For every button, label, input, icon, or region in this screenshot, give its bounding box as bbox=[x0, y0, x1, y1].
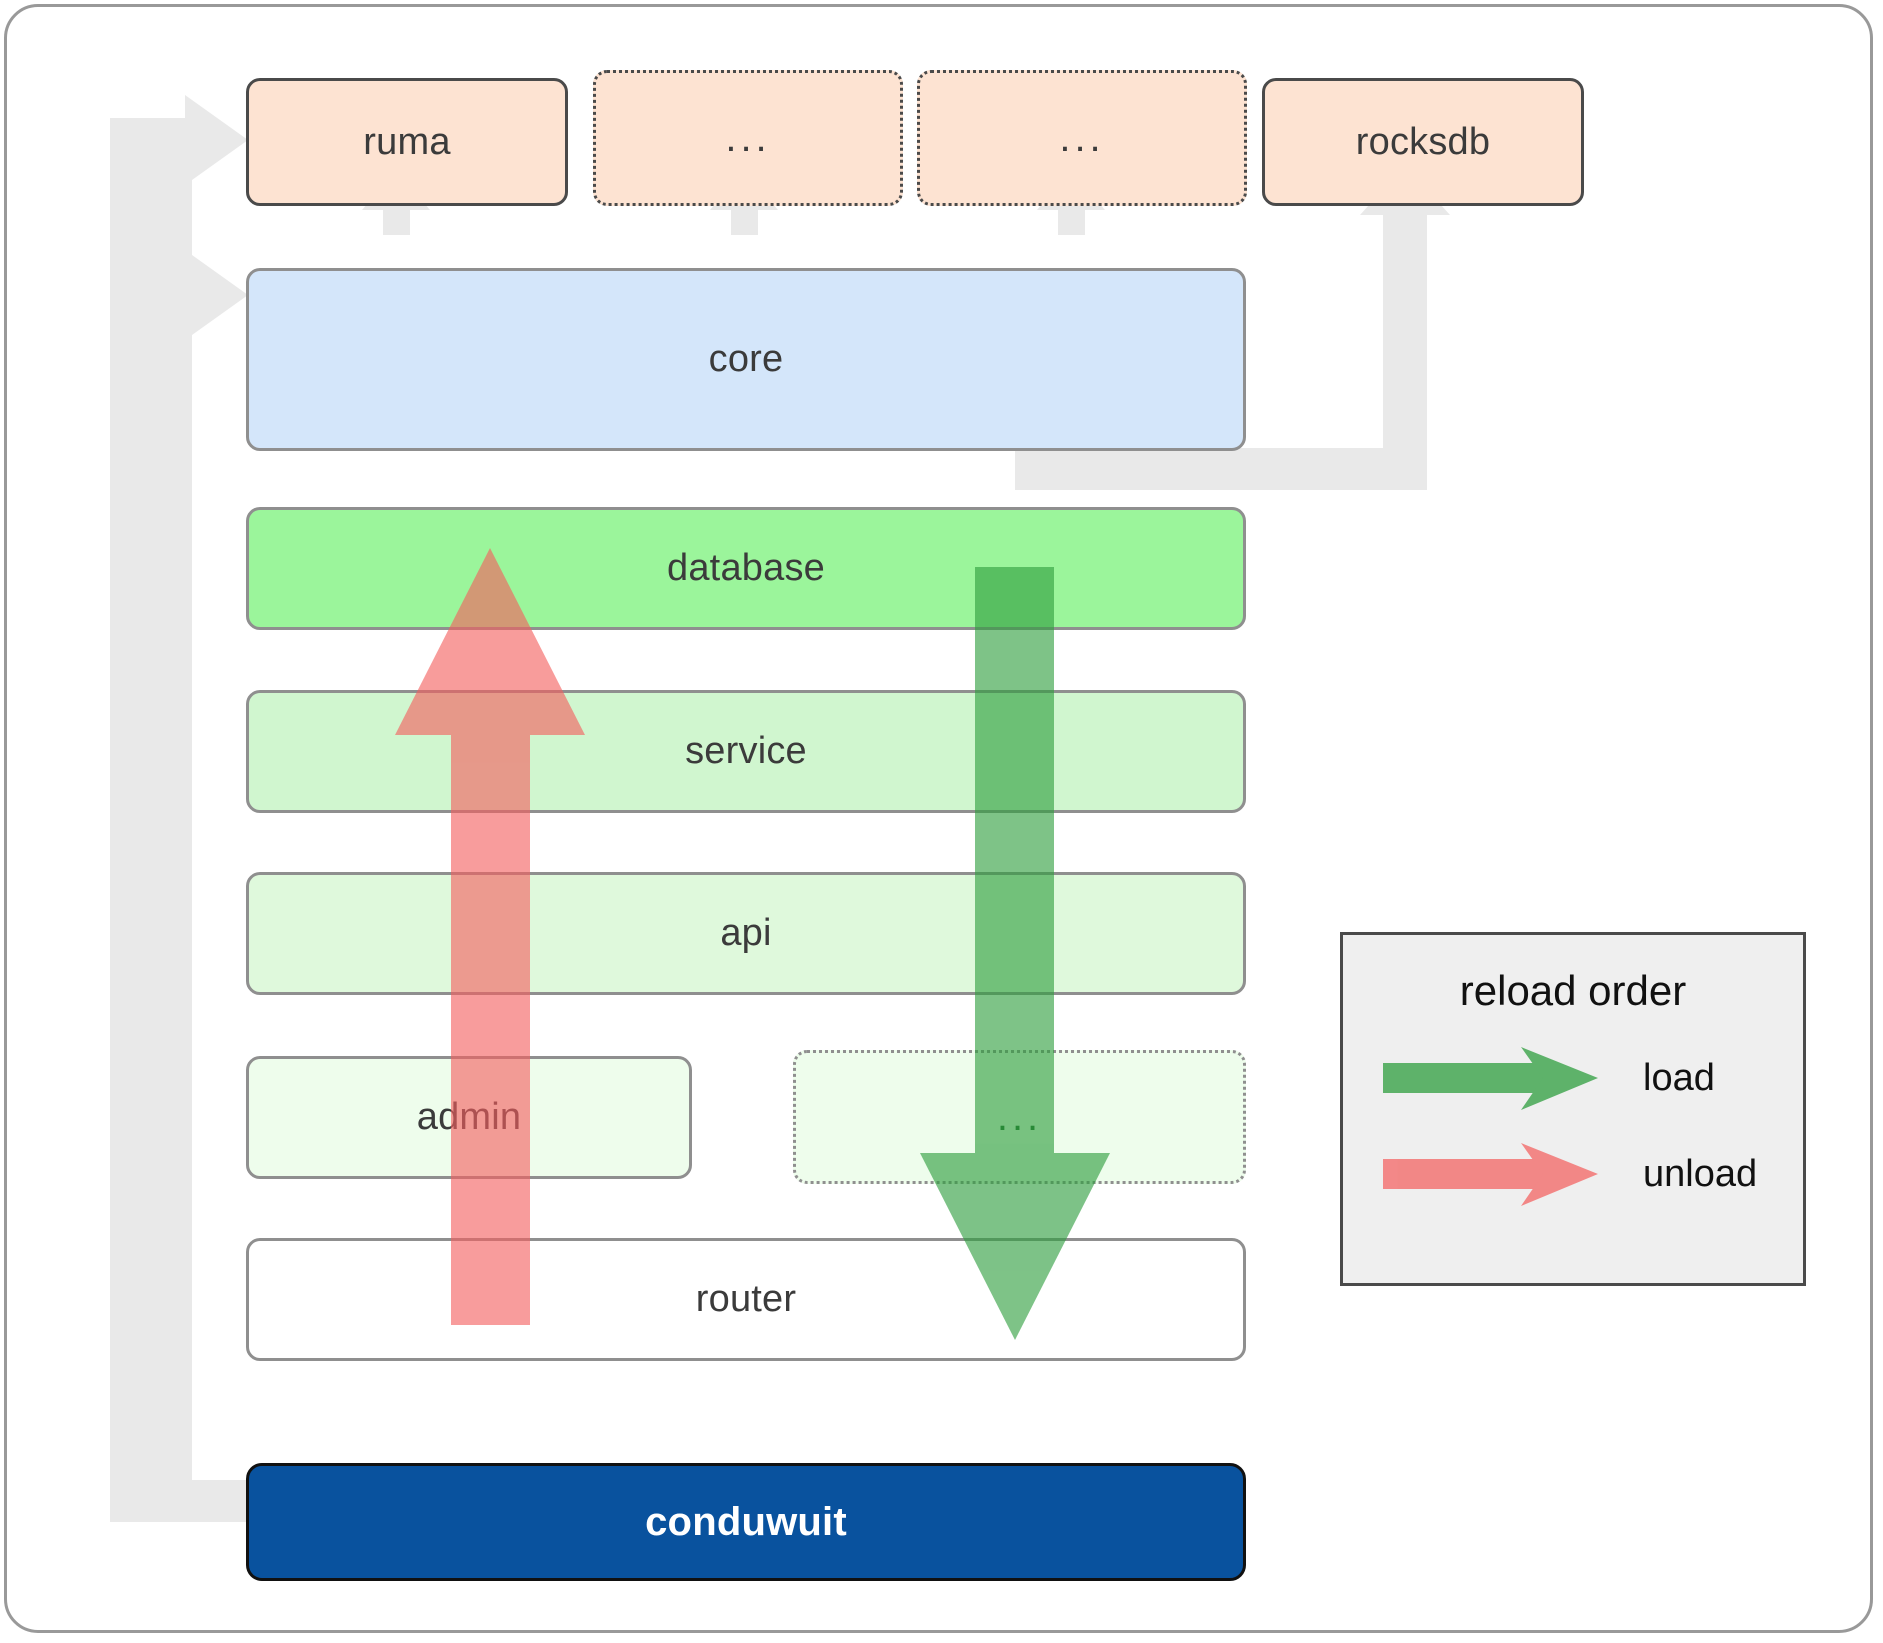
legend-label-load: load bbox=[1643, 1057, 1715, 1099]
node-dots-2[interactable]: ... bbox=[917, 70, 1247, 206]
legend-label-unload: unload bbox=[1643, 1153, 1758, 1195]
node-core[interactable]: core bbox=[246, 268, 1246, 451]
node-api-label: api bbox=[720, 912, 772, 954]
legend-title: reload order bbox=[1459, 967, 1687, 1014]
node-api[interactable]: api bbox=[246, 872, 1246, 995]
node-conduwuit-label: conduwuit bbox=[645, 1499, 847, 1544]
node-dots-2-label: ... bbox=[1059, 116, 1105, 160]
node-router[interactable]: router bbox=[246, 1238, 1246, 1361]
node-core-label: core bbox=[708, 338, 784, 380]
node-service-label: service bbox=[685, 730, 807, 772]
node-admin-label: admin bbox=[416, 1096, 522, 1138]
node-dots-3-label: ... bbox=[996, 1095, 1043, 1139]
node-router-label: router bbox=[695, 1278, 797, 1320]
node-service[interactable]: service bbox=[246, 690, 1246, 813]
node-rocksdb[interactable]: rocksdb bbox=[1262, 78, 1584, 206]
node-admin[interactable]: admin bbox=[246, 1056, 692, 1179]
node-database[interactable]: database bbox=[246, 507, 1246, 630]
legend-load-arrow bbox=[1383, 1047, 1598, 1110]
node-rocksdb-label: rocksdb bbox=[1355, 120, 1491, 163]
node-dots-1-label: ... bbox=[725, 116, 771, 160]
legend-unload-arrow bbox=[1383, 1143, 1598, 1206]
node-ruma[interactable]: ruma bbox=[246, 78, 568, 206]
legend-box: reload order load unload bbox=[1340, 932, 1806, 1286]
node-dots-3[interactable]: ... bbox=[793, 1050, 1246, 1184]
node-conduwuit[interactable]: conduwuit bbox=[246, 1463, 1246, 1581]
node-ruma-label: ruma bbox=[363, 120, 451, 163]
diagram-frame bbox=[4, 4, 1873, 1633]
node-dots-1[interactable]: ... bbox=[593, 70, 903, 206]
node-database-label: database bbox=[667, 547, 825, 589]
